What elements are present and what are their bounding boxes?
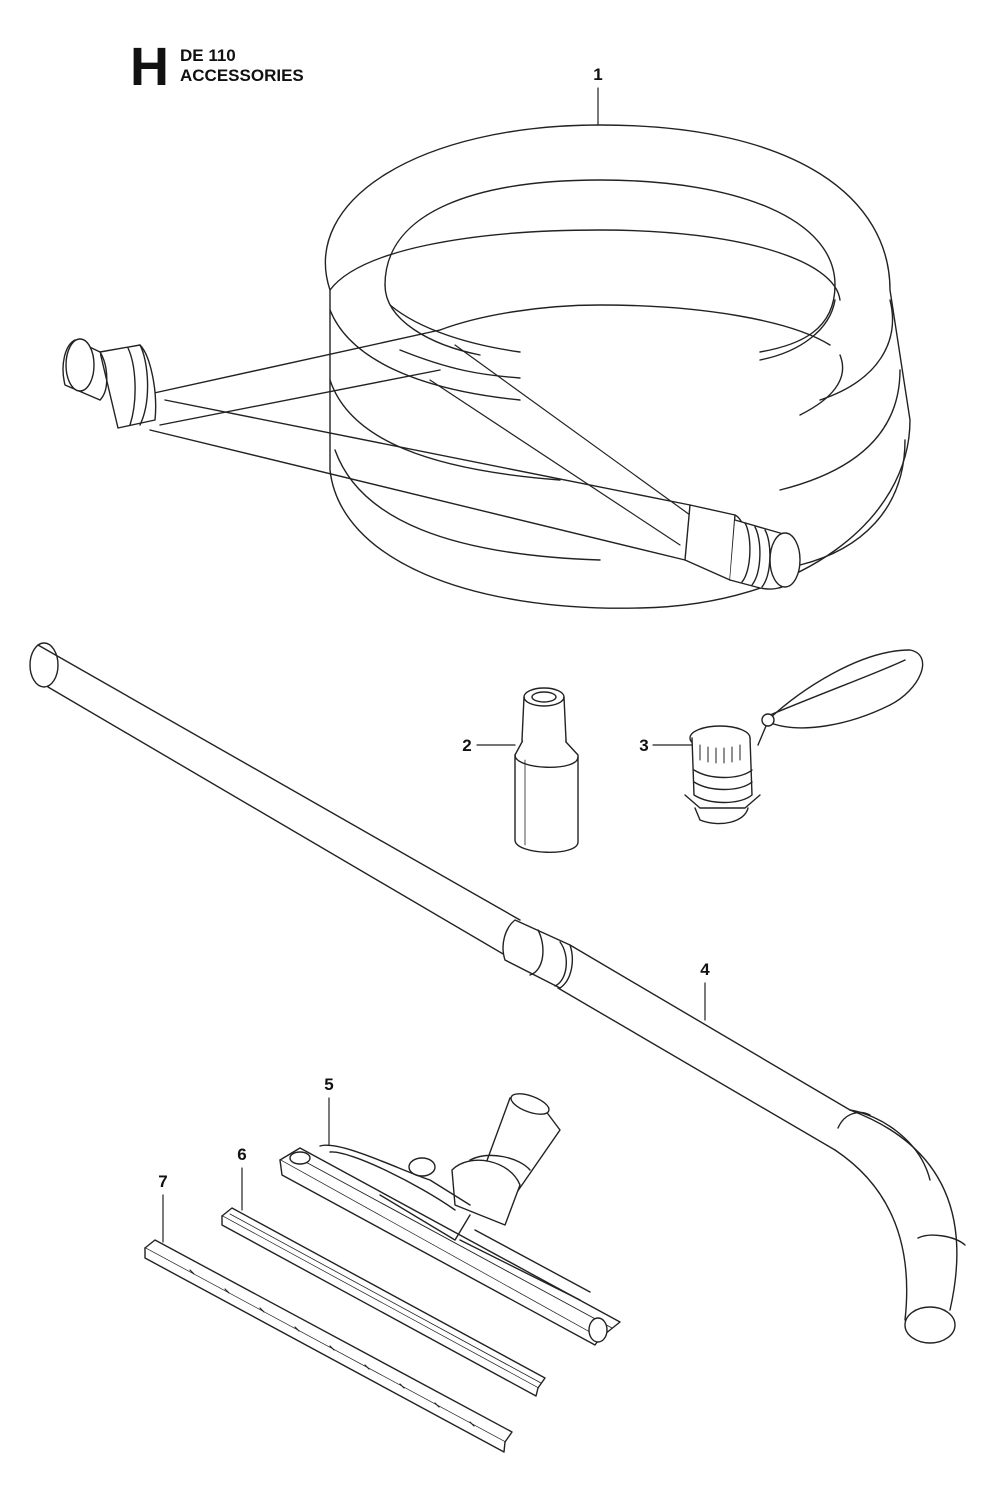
section-letter: H [130,37,169,97]
model-name: DE 110 [180,46,236,65]
page-title: ACCESSORIES [180,66,304,85]
part-5-floor-nozzle [279,1093,621,1346]
callout-6: 6 [237,1145,246,1164]
callout-4: 4 [700,960,710,979]
callout-1: 1 [593,65,602,84]
callout-7: 7 [158,1172,167,1191]
part-4-suction-tube [29,642,966,1344]
part-2-adapter [514,687,579,853]
part-7-rubber-strip-notched [144,1239,513,1453]
callout-5: 5 [324,1075,333,1094]
part-1-hose [62,124,911,609]
part-3-cap [684,649,924,825]
callout-2: 2 [462,736,471,755]
callout-leaders [162,87,706,1243]
part-6-rubber-strip [221,1207,546,1397]
callout-labels: 1 2 3 4 5 6 7 [158,65,710,1191]
callout-3: 3 [639,736,648,755]
